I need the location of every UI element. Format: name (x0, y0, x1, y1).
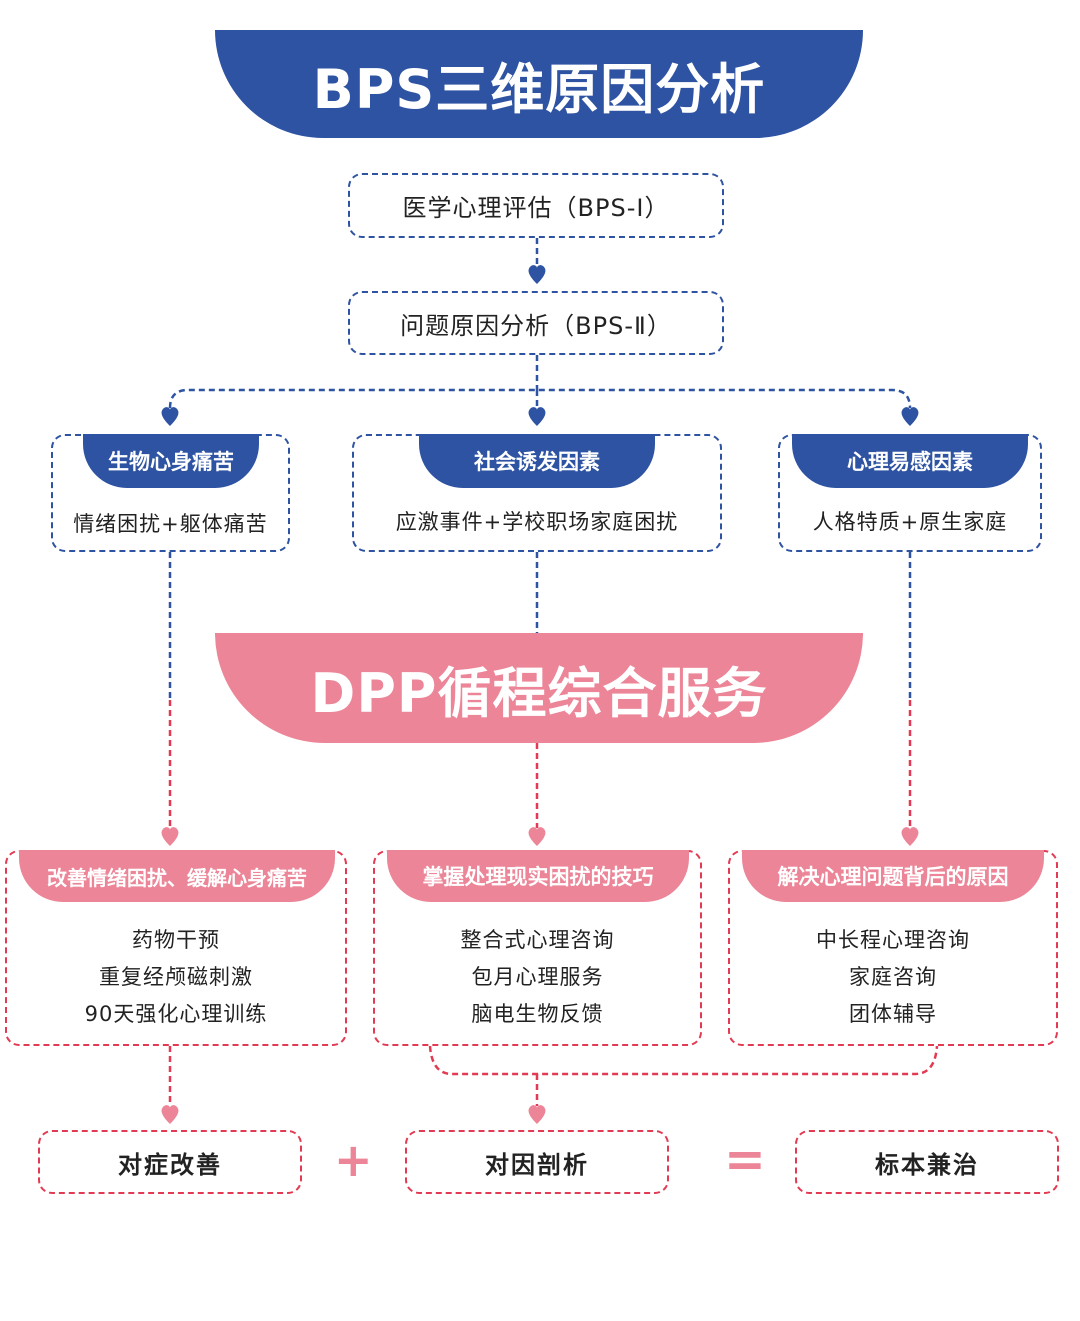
factor-tab-label: 心理易感因素 (847, 450, 973, 474)
service-tab-label: 掌握处理现实困扰的技巧 (422, 865, 654, 889)
service-item: 团体辅导 (849, 1002, 937, 1026)
heart-icon (901, 827, 919, 846)
factor-box-psychological: 心理易感因素 人格特质+原生家庭 (778, 434, 1042, 552)
factor-body-social: 应激事件+学校职场家庭困扰 (395, 510, 679, 534)
factor-box-social: 社会诱发因素 应激事件+学校职场家庭困扰 (352, 434, 722, 552)
step-medical-assessment: 医学心理评估（BPS-Ⅰ） (348, 173, 724, 238)
service-tab-label: 改善情绪困扰、缓解心身痛苦 (47, 865, 307, 890)
service-item: 90天强化心理训练 (84, 1002, 268, 1026)
service-tab-root-cause: 解决心理问题背后的原因 (742, 850, 1044, 902)
dpp-title: DPP循程综合服务 (310, 661, 768, 725)
service-list-skills: 整合式心理咨询 包月心理服务 脑电生物反馈 (375, 922, 700, 1033)
service-box-root-cause: 解决心理问题背后的原因 中长程心理咨询 家庭咨询 团体辅导 (728, 850, 1058, 1046)
equals-icon: = (724, 1130, 766, 1188)
service-box-symptom: 改善情绪困扰、缓解心身痛苦 药物干预 重复经颅磁刺激 90天强化心理训练 (5, 850, 347, 1046)
factor-box-biological: 生物心身痛苦 情绪困扰+躯体痛苦 (51, 434, 290, 552)
service-tab-skills: 掌握处理现实困扰的技巧 (387, 850, 689, 902)
factor-tab-label: 生物心身痛苦 (108, 450, 234, 474)
factor-tab-biological: 生物心身痛苦 (83, 434, 259, 488)
bps-title: BPS三维原因分析 (312, 57, 766, 121)
factor-tab-label: 社会诱发因素 (474, 450, 600, 474)
dpp-title-banner: DPP循程综合服务 (215, 633, 863, 743)
service-item: 家庭咨询 (849, 965, 937, 989)
plus-icon: + (334, 1133, 373, 1187)
factor-body-psychological: 人格特质+原生家庭 (812, 510, 1008, 534)
heart-icon (528, 827, 546, 846)
service-item: 药物干预 (132, 928, 220, 952)
heart-icon (161, 1105, 179, 1124)
service-item: 脑电生物反馈 (471, 1002, 604, 1026)
service-item: 中长程心理咨询 (816, 928, 970, 952)
factor-body-biological: 情绪困扰+躯体痛苦 (73, 512, 268, 536)
heart-icon (161, 407, 179, 426)
service-tab-label: 解决心理问题背后的原因 (777, 865, 1009, 889)
heart-icon (528, 407, 546, 426)
connector-services-bracket (428, 1045, 939, 1076)
bps-title-banner: BPS三维原因分析 (215, 30, 863, 138)
outcome-cause-label: 对因剖析 (485, 1150, 589, 1179)
service-box-skills: 掌握处理现实困扰的技巧 整合式心理咨询 包月心理服务 脑电生物反馈 (373, 850, 702, 1046)
service-item: 重复经颅磁刺激 (99, 965, 253, 989)
step-cause-analysis: 问题原因分析（BPS-Ⅱ） (348, 291, 724, 355)
connector-branch-horizontal (168, 388, 912, 409)
step-medical-assessment-label: 医学心理评估（BPS-Ⅰ） (402, 194, 670, 222)
heart-icon (901, 407, 919, 426)
heart-icon (161, 827, 179, 846)
service-list-symptom: 药物干预 重复经颅磁刺激 90天强化心理训练 (7, 922, 345, 1033)
heart-icon (528, 1105, 546, 1124)
service-item: 包月心理服务 (471, 965, 604, 989)
outcome-cause-analysis: 对因剖析 (405, 1130, 669, 1194)
outcome-holistic-label: 标本兼治 (875, 1150, 979, 1179)
service-item: 整合式心理咨询 (460, 928, 615, 952)
factor-tab-social: 社会诱发因素 (419, 434, 655, 488)
service-tab-symptom: 改善情绪困扰、缓解心身痛苦 (19, 850, 335, 902)
outcome-holistic-treatment: 标本兼治 (795, 1130, 1059, 1194)
outcome-symptom-improvement: 对症改善 (38, 1130, 302, 1194)
heart-icon (528, 265, 546, 284)
step-cause-analysis-label: 问题原因分析（BPS-Ⅱ） (400, 311, 672, 340)
outcome-symptom-label: 对症改善 (118, 1150, 222, 1179)
service-list-root-cause: 中长程心理咨询 家庭咨询 团体辅导 (730, 922, 1056, 1033)
factor-tab-psychological: 心理易感因素 (792, 434, 1028, 488)
